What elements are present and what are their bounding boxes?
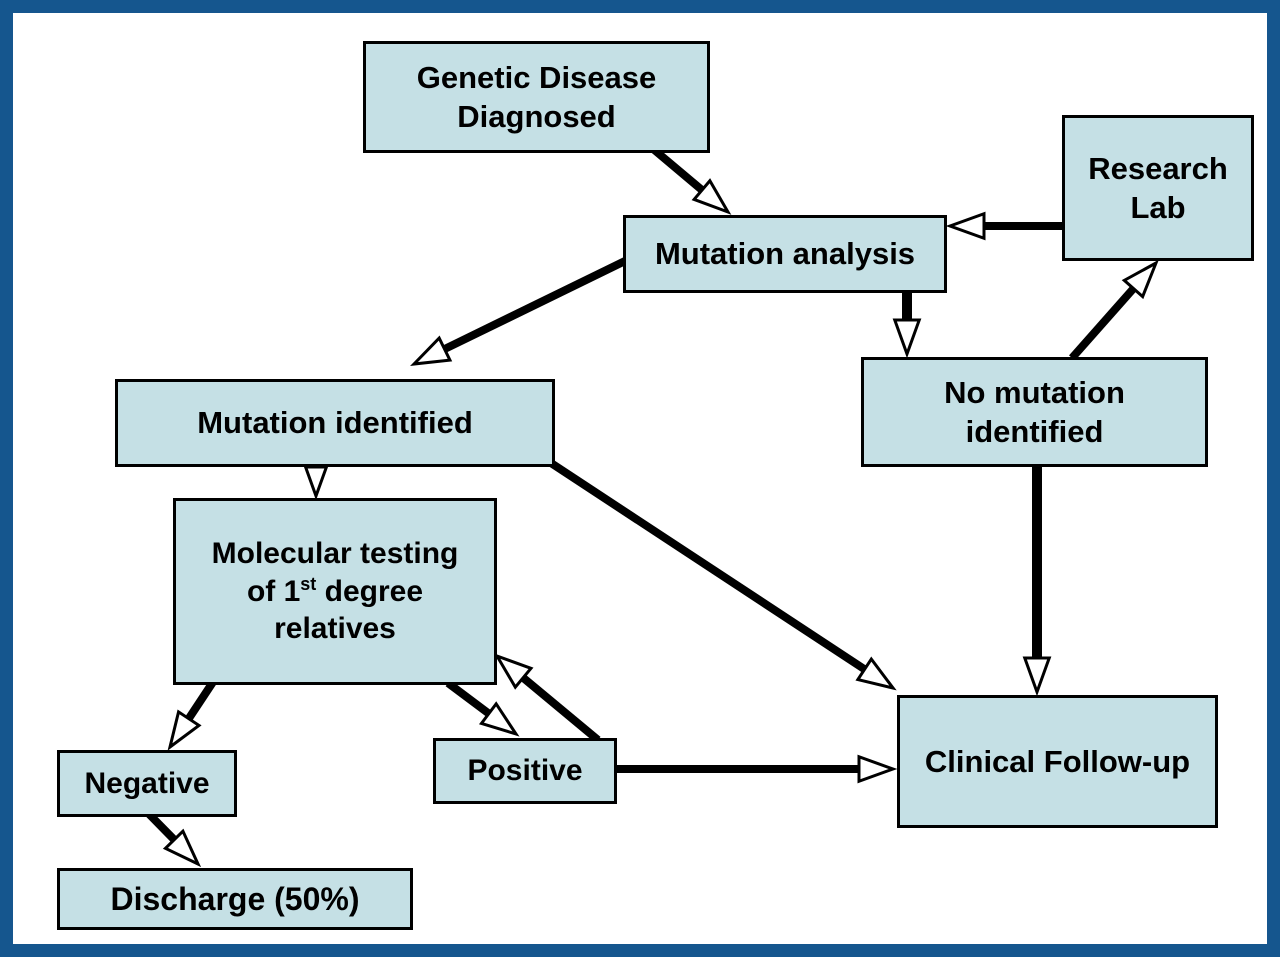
- node-discharge: Discharge (50%): [57, 868, 413, 930]
- node-label: Positive: [467, 754, 583, 788]
- arrow-molecular_testing-to-positive: [445, 679, 520, 737]
- node-label: Research: [1088, 150, 1228, 186]
- node-label: Discharge (50%): [110, 880, 360, 917]
- node-label: Diagnosed: [457, 99, 616, 134]
- node-label: relatives: [274, 612, 396, 646]
- arrow-no_mutation-to-research_lab: [1069, 259, 1159, 361]
- arrow-no_mutation-to-clinical_followup: [1022, 466, 1052, 697]
- arrow-mutation_identified-to-molecular_testing: [303, 464, 329, 501]
- node-mutation-identified: Mutation identified: [115, 379, 555, 467]
- arrow-molecular_testing-to-negative: [167, 679, 217, 751]
- node-mutation-analysis: Mutation analysis: [623, 215, 947, 293]
- node-molecular-testing: Molecular testing of 1st degree relative…: [173, 498, 497, 685]
- node-label: Clinical Follow-up: [924, 743, 1191, 779]
- node-label: Mutation analysis: [654, 236, 916, 272]
- arrow-research_lab-to-mutation_analysis: [945, 211, 1062, 241]
- node-label: Genetic Disease: [416, 59, 657, 95]
- node-label-part: degree: [316, 574, 424, 608]
- node-negative: Negative: [57, 750, 237, 817]
- node-clinical-follow-up: Clinical Follow-up: [897, 695, 1218, 828]
- arrow-positive-to-molecular_testing: [493, 653, 601, 744]
- node-no-mutation-identified: No mutation identified: [861, 357, 1208, 467]
- node-genetic-disease-diagnosed: Genetic Disease Diagnosed: [363, 41, 710, 153]
- arrow-mutation_analysis-to-no_mutation: [892, 291, 922, 359]
- node-label: Lab: [1130, 190, 1186, 225]
- node-label: Molecular testing: [211, 536, 459, 570]
- arrow-mutation_identified-to-clinical_followup: [548, 459, 897, 691]
- node-label: identified: [965, 414, 1104, 449]
- arrow-genetic_disease-to-mutation_analysis: [649, 144, 732, 215]
- node-label: No mutation: [944, 374, 1125, 410]
- node-research-lab: Research Lab: [1062, 115, 1254, 261]
- node-label: of 1st degree: [247, 573, 423, 611]
- node-label: Mutation identified: [197, 405, 473, 441]
- node-label-part: of 1: [246, 574, 301, 608]
- arrow-positive-to-clinical_followup: [614, 754, 898, 784]
- arrow-negative-to-discharge: [144, 809, 202, 868]
- node-positive: Positive: [433, 738, 617, 804]
- node-label: Negative: [84, 766, 210, 800]
- arrow-mutation_analysis-to-mutation_identified: [410, 257, 627, 366]
- node-label-superscript: st: [300, 573, 317, 594]
